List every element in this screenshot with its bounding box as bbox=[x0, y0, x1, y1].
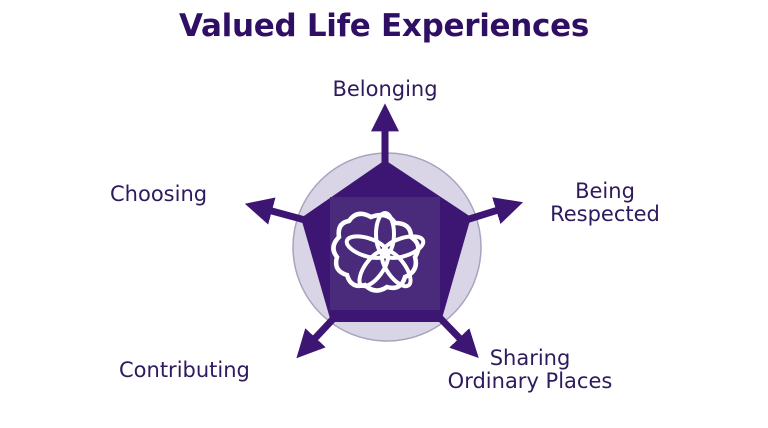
diagram-title: Valued Life Experiences bbox=[179, 8, 589, 44]
choosing-text: Choosing bbox=[110, 182, 208, 206]
being-respected-line1: Being bbox=[575, 179, 635, 203]
being-respected-line2: Respected bbox=[550, 202, 660, 226]
label-sharing-ordinary-places: Sharing Ordinary Places bbox=[420, 347, 640, 393]
arrow-down-left-icon bbox=[296, 315, 337, 359]
contributing-text: Contributing bbox=[119, 358, 250, 382]
arrow-down-right-icon bbox=[437, 315, 479, 359]
flower-knot-logo-icon bbox=[331, 211, 426, 293]
arrow-right-icon bbox=[464, 197, 524, 224]
label-belonging: Belonging bbox=[300, 78, 470, 101]
label-being-respected: Being Respected bbox=[520, 180, 690, 226]
sharing-ordinary-places-line2: Ordinary Places bbox=[447, 369, 613, 393]
arrows bbox=[244, 103, 524, 359]
sharing-ordinary-places-line1: Sharing bbox=[489, 346, 571, 370]
belonging-text: Belonging bbox=[332, 77, 438, 101]
label-choosing: Choosing bbox=[110, 183, 207, 206]
label-contributing: Contributing bbox=[119, 359, 250, 382]
arrow-left-icon bbox=[244, 197, 306, 225]
